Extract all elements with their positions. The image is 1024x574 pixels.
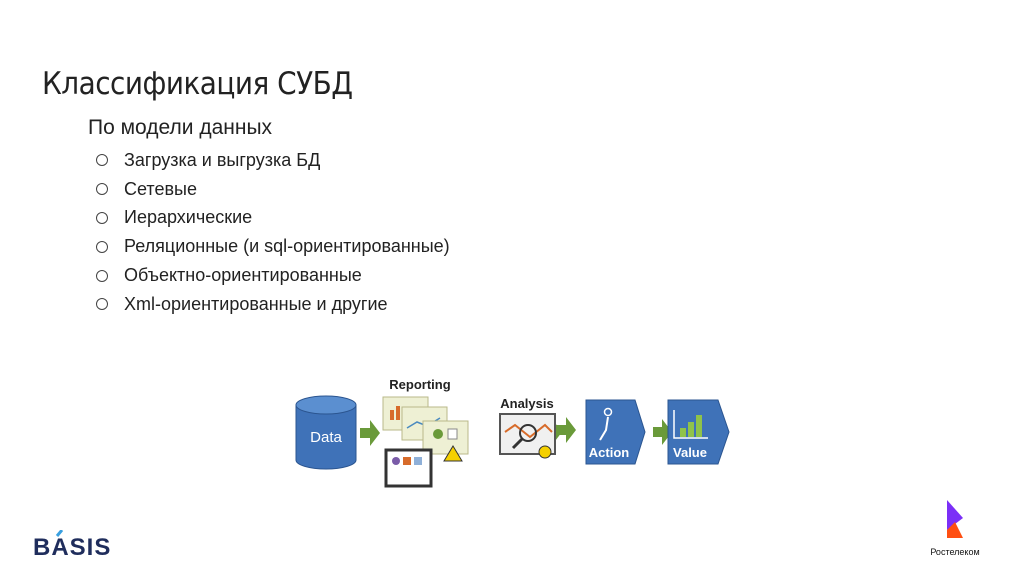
list-item: Иерархические <box>96 204 450 233</box>
circle-bullet-icon <box>96 298 108 311</box>
rostelecom-mark-icon <box>947 500 963 538</box>
rostelecom-logo: Ростелеком <box>920 500 990 557</box>
basis-logo: BASIS <box>33 530 111 558</box>
circle-bullet-icon <box>96 269 108 282</box>
slide-title: Классификация СУБД <box>42 66 353 102</box>
list-item: Загрузка и выгрузка БД <box>96 146 450 175</box>
svg-text:BASIS: BASIS <box>33 534 111 558</box>
analysis-magnifier-icon <box>499 413 556 459</box>
rostelecom-text: Ростелеком <box>930 547 980 557</box>
value-label: Value <box>673 445 707 460</box>
data-to-value-diagram: Data Reporting Analysis Action Value <box>295 377 730 488</box>
analysis-label: Analysis <box>500 396 553 411</box>
circle-bullet-icon <box>96 183 108 196</box>
circle-bullet-icon <box>96 240 108 253</box>
list-item: Реляционные (и sql-ориентированные) <box>96 232 450 261</box>
slide-subtitle: По модели данных <box>88 116 273 139</box>
action-icon: Action <box>585 399 646 465</box>
database-icon: Data <box>295 395 357 470</box>
circle-bullet-icon <box>96 211 108 224</box>
data-label: Data <box>310 429 342 446</box>
list-item: Объектно-ориентированные <box>96 261 450 290</box>
action-label: Action <box>589 445 630 460</box>
list-item: Xml-ориентированные и другие <box>96 290 450 319</box>
reporting-label: Reporting <box>389 377 450 392</box>
circle-bullet-icon <box>96 154 108 167</box>
reports-icon <box>382 396 469 488</box>
bullet-list: Загрузка и выгрузка БД Сетевые Иерархиче… <box>96 146 450 319</box>
list-item: Сетевые <box>96 175 450 204</box>
value-icon: Value <box>667 399 730 465</box>
